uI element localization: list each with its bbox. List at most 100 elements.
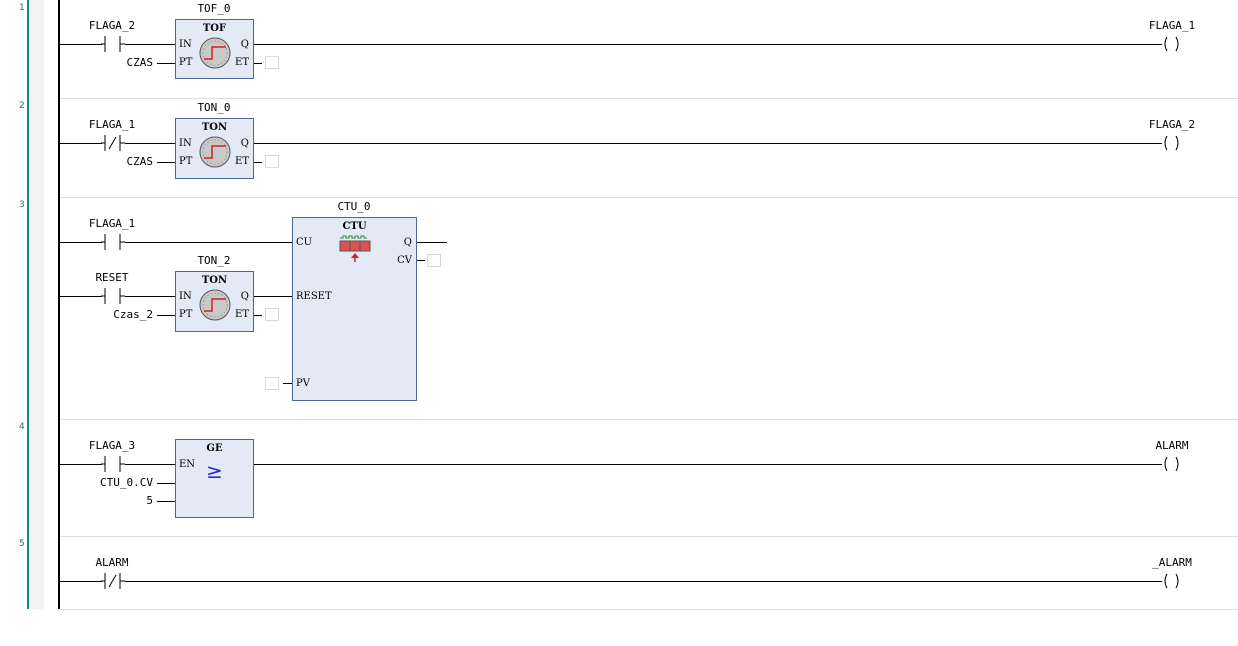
- coil-label: _ALARM: [1152, 556, 1192, 569]
- wire: [254, 296, 292, 297]
- rung-separator: [60, 197, 1238, 198]
- rung-number: 3: [19, 200, 25, 210]
- ton-block[interactable]: TON IN PT Q ET: [175, 118, 254, 179]
- wire: [60, 296, 102, 297]
- wire: [60, 464, 102, 465]
- tof-block[interactable]: TOF IN PT Q ET: [175, 19, 254, 79]
- et-output-field[interactable]: [265, 56, 279, 69]
- wire: [254, 162, 262, 163]
- rung-number: 4: [19, 422, 25, 432]
- wire: [157, 501, 175, 502]
- pin-en: EN: [179, 459, 196, 470]
- pv-input-field[interactable]: [265, 377, 279, 390]
- timer-clock-icon: [199, 289, 231, 321]
- pin-et: ET: [235, 156, 249, 167]
- left-power-rail: [58, 0, 60, 609]
- pin-in: IN: [179, 138, 192, 149]
- wire: [125, 44, 175, 45]
- rung-separator: [60, 419, 1238, 420]
- pt-variable: CZAS: [126, 56, 154, 69]
- contact-label: FLAGA_1: [88, 217, 136, 230]
- fb-instance-name: TOF_0: [197, 2, 231, 15]
- wire: [60, 143, 102, 144]
- nc-contact-icon[interactable]: [101, 135, 125, 152]
- pin-in: IN: [179, 291, 192, 302]
- coil-icon[interactable]: [1160, 456, 1184, 473]
- rung-number: 2: [19, 101, 25, 111]
- wire: [125, 143, 175, 144]
- et-output-field[interactable]: [265, 308, 279, 321]
- pin-q: Q: [240, 138, 249, 149]
- et-output-field[interactable]: [265, 155, 279, 168]
- wire: [125, 581, 1162, 582]
- coil-label: FLAGA_1: [1148, 19, 1196, 32]
- ge-input-1: CTU_0.CV: [100, 476, 153, 489]
- wire: [125, 296, 175, 297]
- coil-label: FLAGA_2: [1148, 118, 1196, 131]
- fb-instance-name: CTU_0: [337, 200, 371, 213]
- pin-reset: RESET: [296, 291, 332, 302]
- pin-pv: PV: [296, 378, 310, 389]
- contact-label: RESET: [95, 271, 129, 284]
- nc-contact-icon[interactable]: [101, 573, 125, 590]
- coil-icon[interactable]: [1160, 135, 1184, 152]
- wire: [254, 143, 1162, 144]
- ton-block[interactable]: TON IN PT Q ET: [175, 271, 254, 332]
- pin-pt: PT: [179, 156, 193, 167]
- pin-pt: PT: [179, 309, 193, 320]
- wire: [157, 63, 175, 64]
- no-contact-icon[interactable]: [101, 36, 125, 53]
- wire: [157, 483, 175, 484]
- fb-type: TON: [201, 122, 228, 133]
- pin-pt: PT: [179, 57, 193, 68]
- wire: [125, 242, 292, 243]
- wire: [60, 581, 102, 582]
- wire: [254, 63, 262, 64]
- wire: [60, 242, 102, 243]
- contact-label: ALARM: [95, 556, 129, 569]
- no-contact-icon[interactable]: [101, 288, 125, 305]
- pin-q: Q: [403, 237, 412, 248]
- contact-label: FLAGA_1: [88, 118, 136, 131]
- counter-icon: [339, 235, 371, 262]
- wire: [254, 315, 262, 316]
- rung-number: 1: [19, 3, 25, 13]
- pt-variable: CZAS: [126, 155, 154, 168]
- wire: [125, 464, 175, 465]
- coil-icon[interactable]: [1160, 573, 1184, 590]
- pin-cu: CU: [296, 237, 313, 248]
- fb-type: TON: [201, 275, 228, 286]
- fb-instance-name: TON_2: [197, 254, 231, 267]
- rung-separator: [60, 609, 1238, 610]
- rung-number: 5: [19, 539, 25, 549]
- cv-output-field[interactable]: [427, 254, 441, 267]
- ctu-block[interactable]: CTU CU RESET PV Q CV: [292, 217, 417, 401]
- no-contact-icon[interactable]: [101, 234, 125, 251]
- wire: [254, 44, 1162, 45]
- pin-in: IN: [179, 39, 192, 50]
- fb-type: CTU: [342, 221, 367, 232]
- wire: [60, 44, 102, 45]
- contact-label: FLAGA_3: [88, 439, 136, 452]
- wire: [157, 162, 175, 163]
- left-rail-accent: [27, 0, 29, 609]
- pin-q: Q: [240, 291, 249, 302]
- pin-q: Q: [240, 39, 249, 50]
- timer-clock-icon: [199, 37, 231, 69]
- gutter-stripe: [28, 0, 44, 609]
- wire: [283, 383, 292, 384]
- fb-instance-name: TON_0: [197, 101, 231, 114]
- fb-type: TOF: [202, 23, 227, 34]
- pin-et: ET: [235, 309, 249, 320]
- pt-variable: Czas_2: [113, 308, 153, 321]
- contact-label: FLAGA_2: [88, 19, 136, 32]
- ge-block[interactable]: GE EN ≥: [175, 439, 254, 518]
- no-contact-icon[interactable]: [101, 456, 125, 473]
- wire: [417, 242, 447, 243]
- wire: [157, 315, 175, 316]
- pin-et: ET: [235, 57, 249, 68]
- pin-cv: CV: [397, 255, 412, 266]
- fb-type: GE: [206, 443, 223, 454]
- coil-icon[interactable]: [1160, 36, 1184, 53]
